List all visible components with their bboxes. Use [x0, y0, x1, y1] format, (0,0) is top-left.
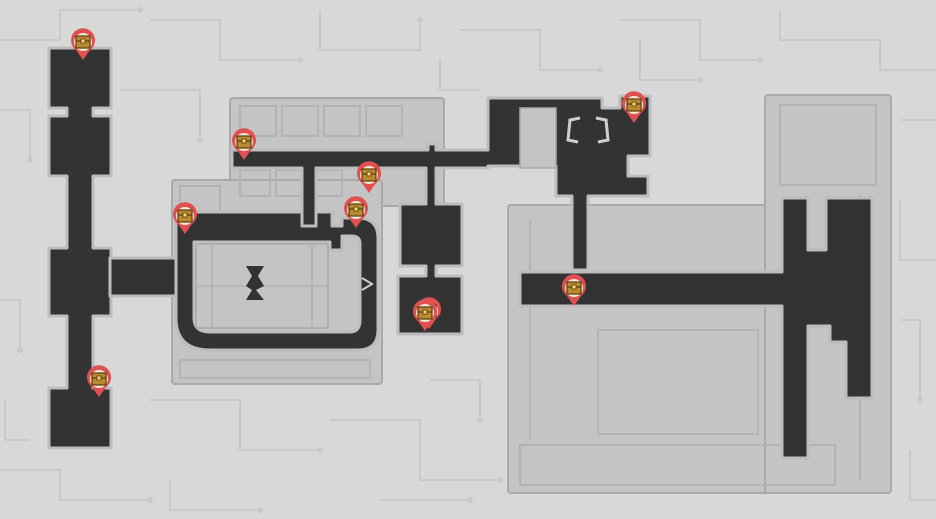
- map-marker-chest-3[interactable]: [173, 202, 197, 234]
- circuit-pattern-background: [0, 9, 936, 511]
- map-marker-chest-8[interactable]: [413, 299, 437, 331]
- corridor-right-beam: [518, 196, 874, 460]
- map-marker-chest-2[interactable]: [232, 128, 256, 160]
- treasure-chest-icon: [91, 372, 107, 386]
- treasure-chest-icon: [361, 168, 377, 182]
- map-marker-chest-6[interactable]: [622, 91, 646, 123]
- corridor-left-column: [47, 46, 113, 450]
- bracket-symbol: [566, 116, 610, 144]
- treasure-chest-icon: [236, 135, 252, 149]
- treasure-chest-icon: [177, 209, 193, 223]
- markers-layer: [71, 28, 646, 397]
- arrow-marker: [361, 277, 374, 291]
- treasure-chest-icon: [566, 281, 582, 295]
- central-gate-symbol: [246, 266, 264, 300]
- map-marker-chest-1[interactable]: [71, 28, 95, 60]
- map-marker-chest-9[interactable]: [562, 274, 586, 306]
- treasure-chest-icon: [75, 35, 91, 49]
- map-marker-chest-10[interactable]: [87, 365, 111, 397]
- corridor-left-connector: [108, 256, 184, 298]
- map-marker-chest-4[interactable]: [357, 161, 381, 193]
- circuit-nodes: [17, 7, 923, 513]
- treasure-chest-icon: [417, 306, 433, 320]
- map-marker-chest-5[interactable]: [344, 196, 368, 228]
- treasure-chest-icon: [626, 98, 642, 112]
- treasure-chest-icon: [348, 203, 364, 217]
